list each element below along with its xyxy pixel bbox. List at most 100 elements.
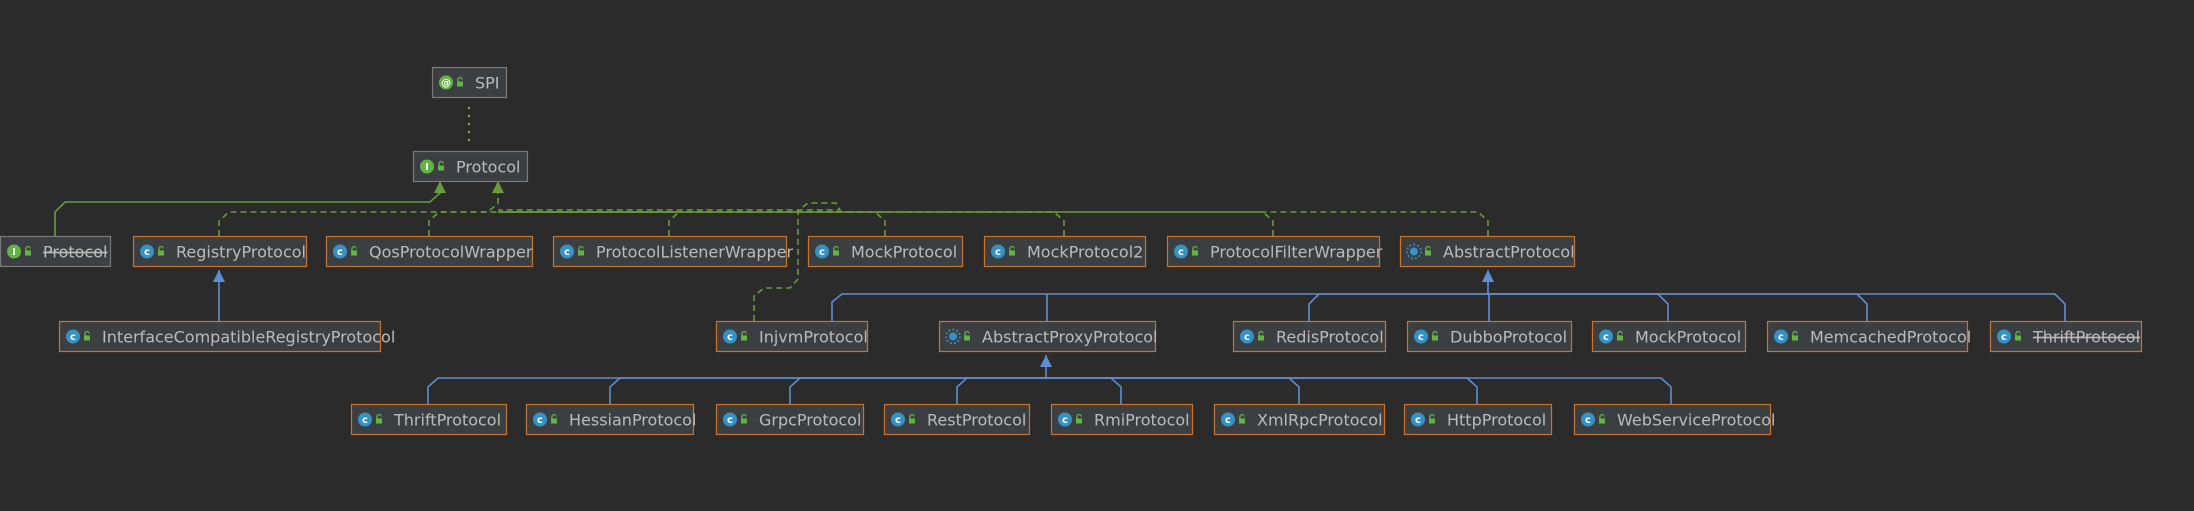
svg-text:c: c: [144, 247, 150, 258]
arrowhead: [1040, 355, 1052, 367]
node-box: [715, 403, 865, 436]
node-box: [1573, 403, 1772, 436]
node-box: [938, 320, 1157, 353]
edge-line: [1046, 377, 1672, 404]
edge-xmlrpc-to-abstract_proxy: [1046, 377, 1300, 404]
svg-text:@: @: [441, 78, 451, 89]
svg-text:I: I: [12, 247, 16, 258]
node-injvm[interactable]: c InjvmProtocol: [715, 320, 869, 353]
node-label: InjvmProtocol: [759, 328, 868, 347]
svg-text:c: c: [1225, 415, 1231, 426]
edge-protocol_deprecated-to-protocol: [54, 181, 446, 236]
node-xmlrpc[interactable]: c XmlRpcProtocol: [1213, 403, 1386, 436]
public-access-icon: [84, 330, 90, 341]
node-abstract[interactable]: AbstractProtocol: [1399, 235, 1576, 268]
edge-line: [1046, 377, 1122, 404]
edge-qos-to-protocol: [428, 211, 498, 236]
node-label: MockProtocol: [1635, 328, 1741, 347]
public-access-icon: [741, 413, 747, 424]
public-access-icon: [438, 160, 444, 171]
node-label: MockProtocol2: [1027, 243, 1143, 262]
svg-text:c: c: [819, 247, 825, 258]
svg-text:c: c: [1603, 332, 1609, 343]
node-box: [1766, 320, 1969, 353]
node-label: RmiProtocol: [1094, 411, 1190, 430]
node-box: [1050, 403, 1194, 436]
svg-text:c: c: [564, 247, 570, 258]
public-access-icon: [1076, 413, 1082, 424]
node-abstract-proxy[interactable]: AbstractProxyProtocol: [938, 320, 1158, 353]
node-label: AbstractProxyProtocol: [982, 328, 1157, 347]
edge-line: [498, 211, 1489, 236]
edge-line: [1046, 377, 1478, 404]
node-hessian[interactable]: c HessianProtocol: [525, 403, 697, 436]
node-mock2[interactable]: c MockProtocol2: [983, 235, 1147, 268]
edge-rmi-to-abstract_proxy: [1046, 377, 1122, 404]
class-icon: c: [140, 244, 154, 259]
abstract-class-icon: [1406, 243, 1422, 260]
public-access-icon: [1258, 330, 1264, 341]
public-access-icon: [551, 413, 557, 424]
node-label: ProtocolFilterWrapper: [1210, 243, 1383, 262]
node-label: XmlRpcProtocol: [1257, 411, 1383, 430]
public-access-icon: [1009, 245, 1015, 256]
class-icon: c: [560, 244, 574, 259]
node-box: [715, 320, 869, 353]
svg-text:c: c: [337, 247, 343, 258]
edge-line: [498, 211, 1065, 236]
edge-injvm-to-protocol: [498, 202, 842, 321]
arrowhead: [213, 270, 225, 282]
svg-text:c: c: [70, 332, 76, 343]
svg-text:c: c: [995, 247, 1001, 258]
arrowhead: [434, 181, 446, 193]
node-mock3[interactable]: c MockProtocol: [1591, 320, 1747, 353]
class-icon: c: [533, 412, 547, 427]
node-iface-compat[interactable]: c InterfaceCompatibleRegistryProtocol: [58, 320, 396, 353]
edge-http-to-abstract_proxy: [1046, 377, 1478, 404]
node-box: [883, 403, 1031, 436]
class-icon: c: [991, 244, 1005, 259]
class-icon: c: [66, 329, 80, 344]
node-registry[interactable]: c RegistryProtocol: [132, 235, 308, 268]
node-label: HessianProtocol: [569, 411, 696, 430]
public-access-icon: [1432, 330, 1438, 341]
public-access-icon: [1617, 330, 1623, 341]
node-label: HttpProtocol: [1447, 411, 1546, 430]
public-access-icon: [741, 330, 747, 341]
node-label: GrpcProtocol: [759, 411, 861, 430]
edge-iface_compat-to-registry: [213, 270, 225, 321]
edge-line: [498, 211, 682, 236]
class-icon: c: [1997, 329, 2011, 344]
class-icon: c: [723, 329, 737, 344]
node-label: RegistryProtocol: [176, 243, 306, 262]
public-access-icon: [1429, 413, 1435, 424]
node-box: [552, 235, 788, 268]
public-access-icon: [25, 245, 31, 256]
edge-line: [789, 377, 1046, 404]
public-access-icon: [964, 330, 970, 341]
edge-line: [1308, 293, 1488, 321]
edge-hessian-to-abstract_proxy: [609, 377, 1046, 404]
node-label: InterfaceCompatibleRegistryProtocol: [102, 328, 395, 347]
class-icon: c: [1774, 329, 1788, 344]
node-spi[interactable]: @SPI: [431, 66, 508, 99]
node-box: [58, 320, 382, 353]
